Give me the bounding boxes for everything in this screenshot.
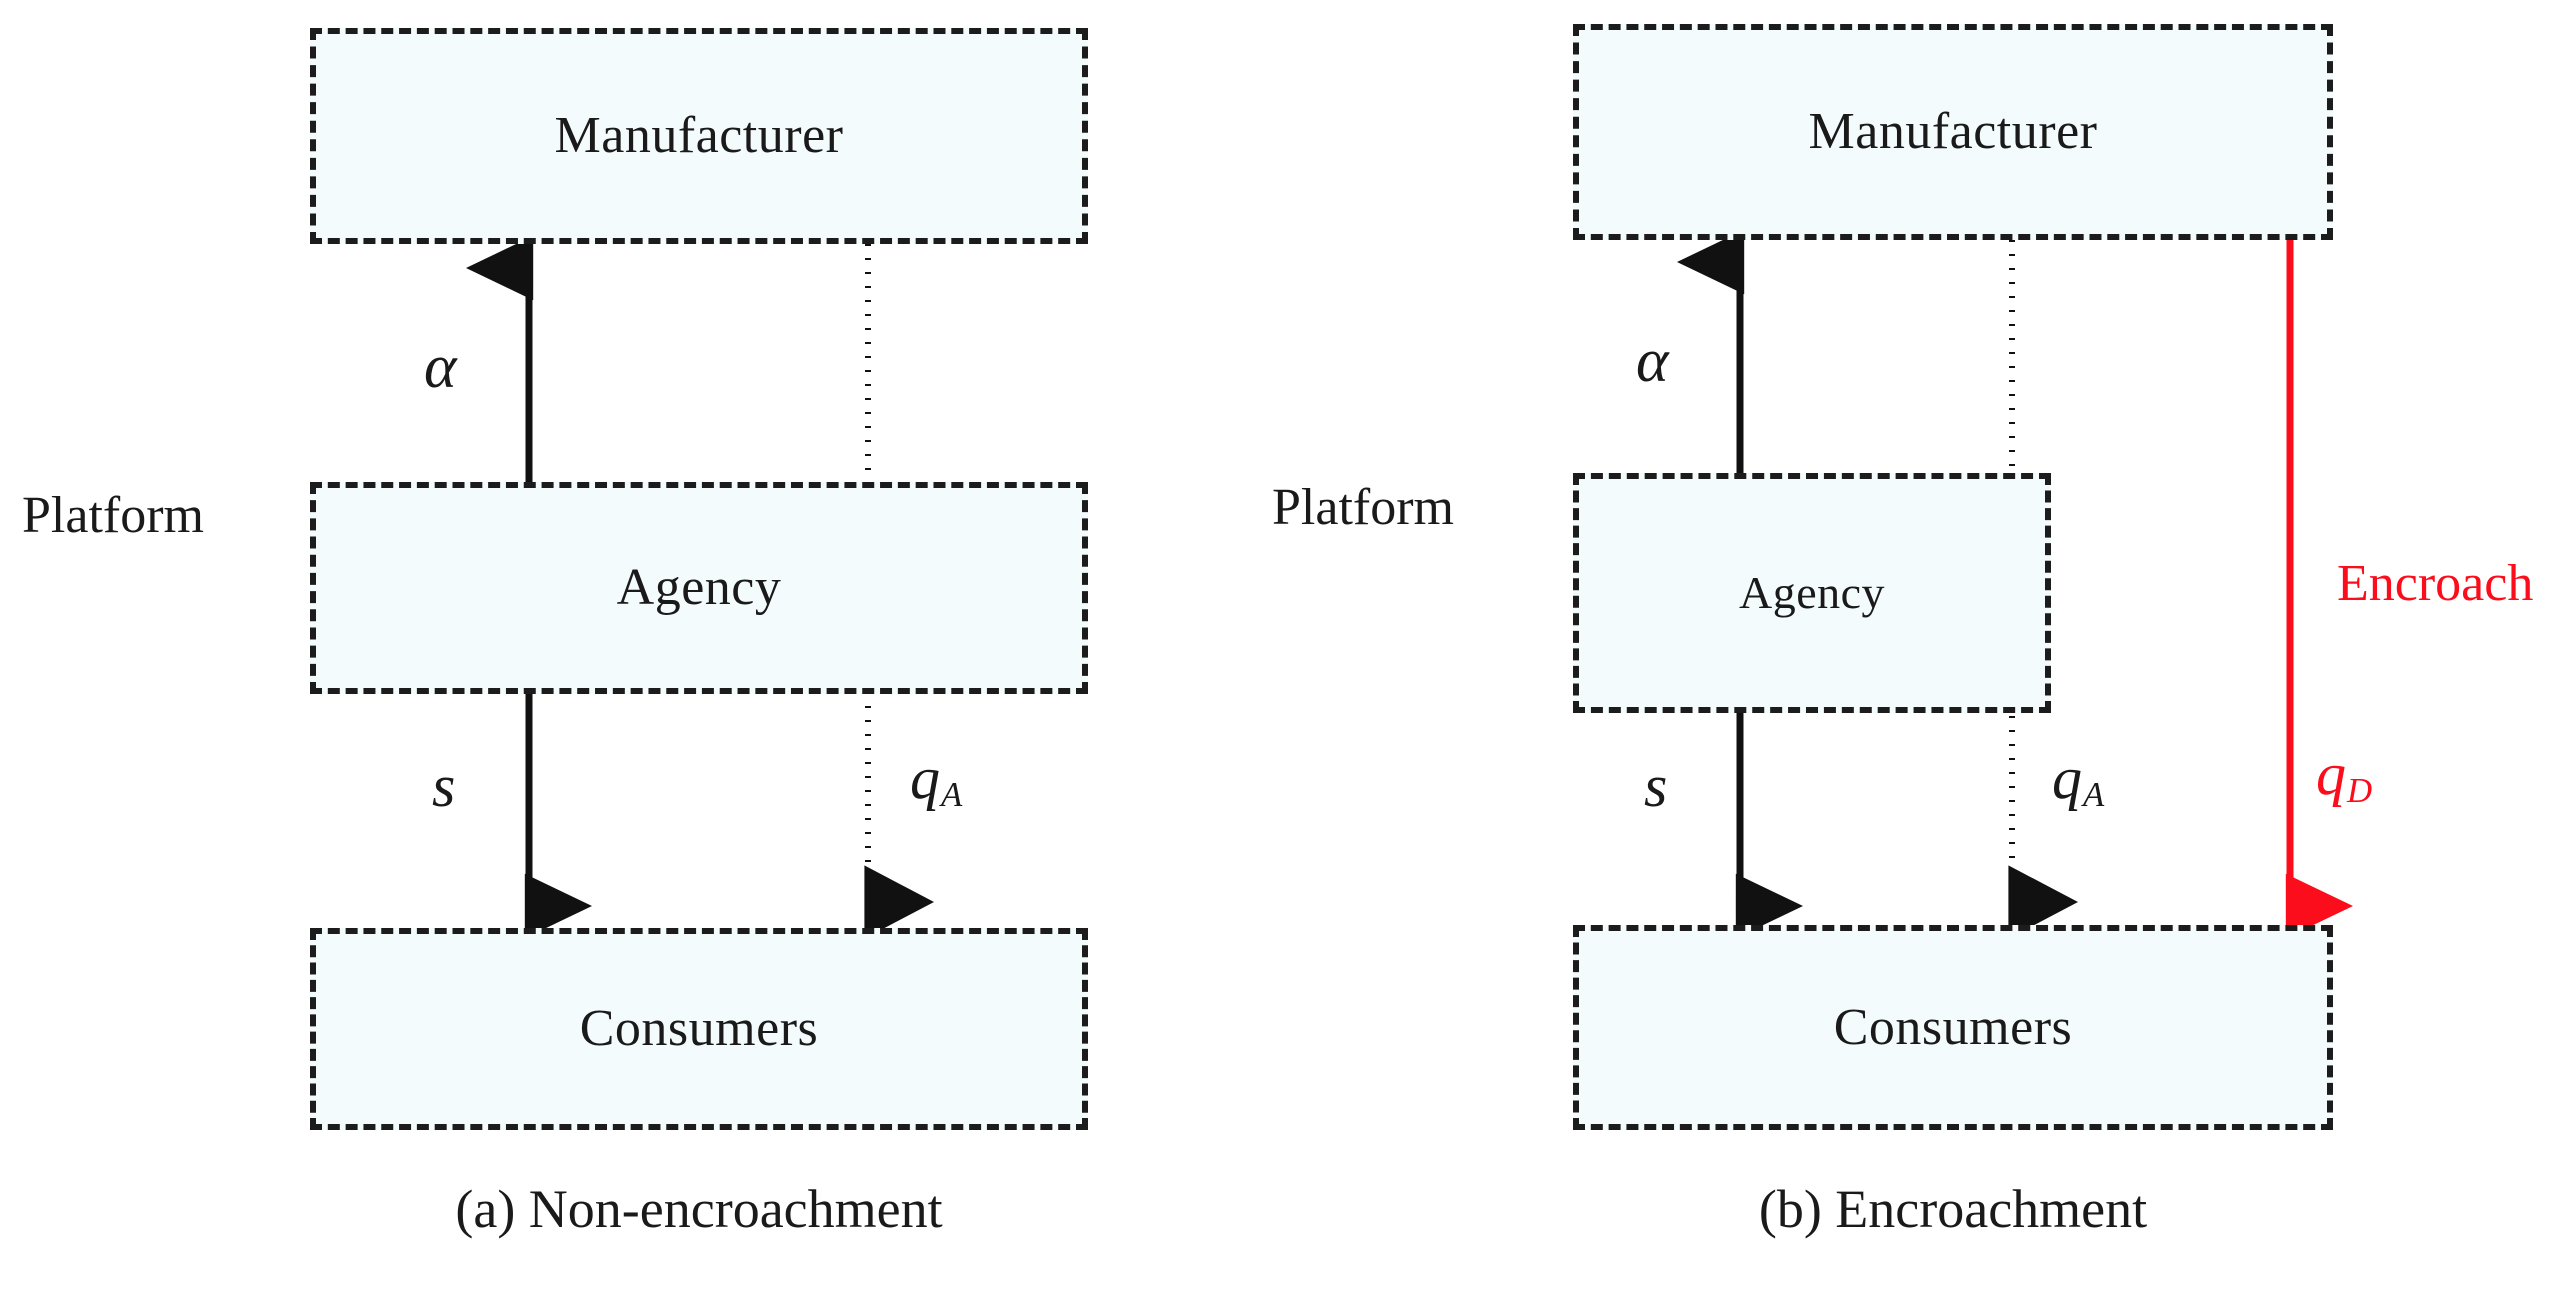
panel-b-manufacturer-box: Manufacturer — [1573, 24, 2333, 240]
panel-b-encroach-annotation: Encroach — [2337, 555, 2534, 612]
panel-a-consumers-label: Consumers — [579, 1000, 819, 1057]
panel-b-direct-quantity-label: qD — [2316, 741, 2373, 810]
panel-b-caption: (b) Encroachment — [1758, 1179, 2148, 1239]
panel-b-agency-quantity-label: qA — [2052, 745, 2105, 814]
panel-b-commission-label: α — [1636, 327, 1669, 395]
panel-b-service-label: s — [1644, 753, 1668, 819]
panel-b-consumers-label: Consumers — [1833, 998, 2073, 1056]
panel-b-agency-box: Agency — [1573, 473, 2051, 713]
panel-a-commission-label: α — [424, 333, 457, 401]
panel-a-manufacturer-label: Manufacturer — [554, 107, 844, 164]
panel-a-consumers-box: Consumers — [310, 928, 1088, 1130]
panel-a-service-label: s — [432, 753, 456, 819]
panel-b-platform-label: Platform — [1272, 479, 1454, 536]
panel-b-manufacturer-label: Manufacturer — [1808, 103, 2098, 160]
panel-b-consumers-box: Consumers — [1573, 925, 2333, 1130]
panel-a-agency-box: Agency — [310, 482, 1088, 694]
panel-b-agency-label: Agency — [1738, 567, 1886, 618]
panel-a-agency-quantity-label: qA — [910, 745, 963, 814]
panel-a-agency-label: Agency — [616, 559, 782, 616]
panel-a-platform-label: Platform — [22, 487, 204, 544]
panel-a-manufacturer-box: Manufacturer — [310, 28, 1088, 244]
panel-a-caption: (a) Non-encroachment — [455, 1179, 943, 1239]
